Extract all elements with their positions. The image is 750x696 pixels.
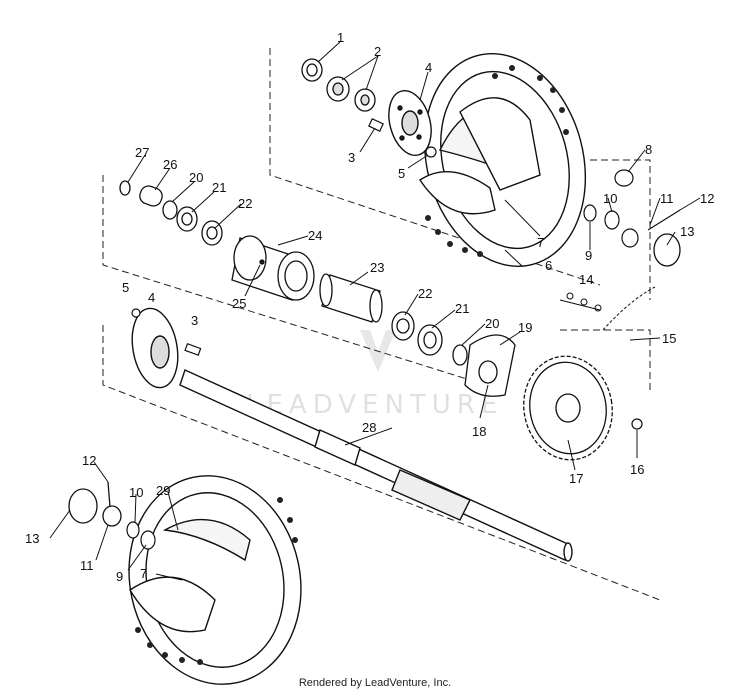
callout-19: 19 [518,320,532,335]
callout-27: 27 [135,145,149,160]
sprocket-nut-16 [631,418,643,430]
callout-labels: 1 2 3 4 5 6 7 8 9 10 11 12 13 14 15 16 1… [25,30,714,584]
callout-7b: 7 [140,566,147,581]
leadventure-logo-icon [360,330,396,372]
callout-28: 28 [362,420,376,435]
callout-10: 10 [603,191,617,206]
callout-16: 16 [630,462,644,477]
cotter-castle-nut-11-12-upper [621,209,681,248]
sprocket-hub-19 [464,334,516,397]
callout-25: 25 [232,296,246,311]
castle-nut-11-lower [102,481,122,527]
callout-8: 8 [645,142,652,157]
callout-7: 7 [537,235,544,250]
callout-21b: 21 [455,301,469,316]
callout-22: 22 [238,196,252,211]
sprocket-17 [523,355,613,461]
callout-13: 13 [680,224,694,239]
callout-5: 5 [398,166,405,181]
callout-13b: 13 [25,531,39,546]
callout-14: 14 [579,272,593,287]
callout-17: 17 [569,471,583,486]
washers-9-10-upper [583,204,620,230]
washer-1 [301,58,323,82]
flange-nuts-2 [326,76,376,112]
callout-9: 9 [585,248,592,263]
callout-24: 24 [308,228,322,243]
callout-2: 2 [374,44,381,59]
leader-lines [49,41,701,581]
callout-4: 4 [425,60,432,75]
hub-bolt-3-upper [368,118,384,132]
hub-4-lower [131,307,179,389]
rear-wheel-tire-upper [419,53,587,267]
rear-axle-28 [179,369,573,562]
callout-22b: 22 [418,286,432,301]
callout-26: 26 [163,157,177,172]
callout-4b: 4 [148,290,155,305]
callout-6: 6 [545,258,552,273]
callout-20: 20 [189,170,203,185]
axle-cap-13-upper [653,233,681,267]
callout-11: 11 [660,191,674,206]
chain-15-14 [559,286,656,331]
axle-cap-13-lower [68,488,98,524]
callout-18: 18 [472,424,486,439]
callout-29: 29 [156,483,170,498]
callout-12b: 12 [82,453,96,468]
callout-10b: 10 [129,485,143,500]
hub-bolt-nut-lower [131,308,202,356]
rear-wheel-tire-lower [128,475,302,685]
callout-23: 23 [370,260,384,275]
callout-1: 1 [337,30,344,45]
callout-15: 15 [662,331,676,346]
callout-21: 21 [212,180,226,195]
washers-9-10-lower [126,521,156,550]
callout-12: 12 [700,191,714,206]
callout-20b: 20 [485,316,499,331]
footer-credit: Rendered by LeadVenture, Inc. [298,677,452,689]
callout-11b: 11 [80,558,94,573]
wheel-hub-upper [388,90,432,156]
bearing-carrier-group [119,180,468,366]
watermark-text: LEADVENTURE [246,390,503,420]
axle-nut-8 [614,169,634,187]
callout-3: 3 [348,150,355,165]
hub-nut-5-upper [425,146,437,158]
callout-3b: 3 [191,313,198,328]
callout-9b: 9 [116,569,123,584]
callout-5b: 5 [122,280,129,295]
